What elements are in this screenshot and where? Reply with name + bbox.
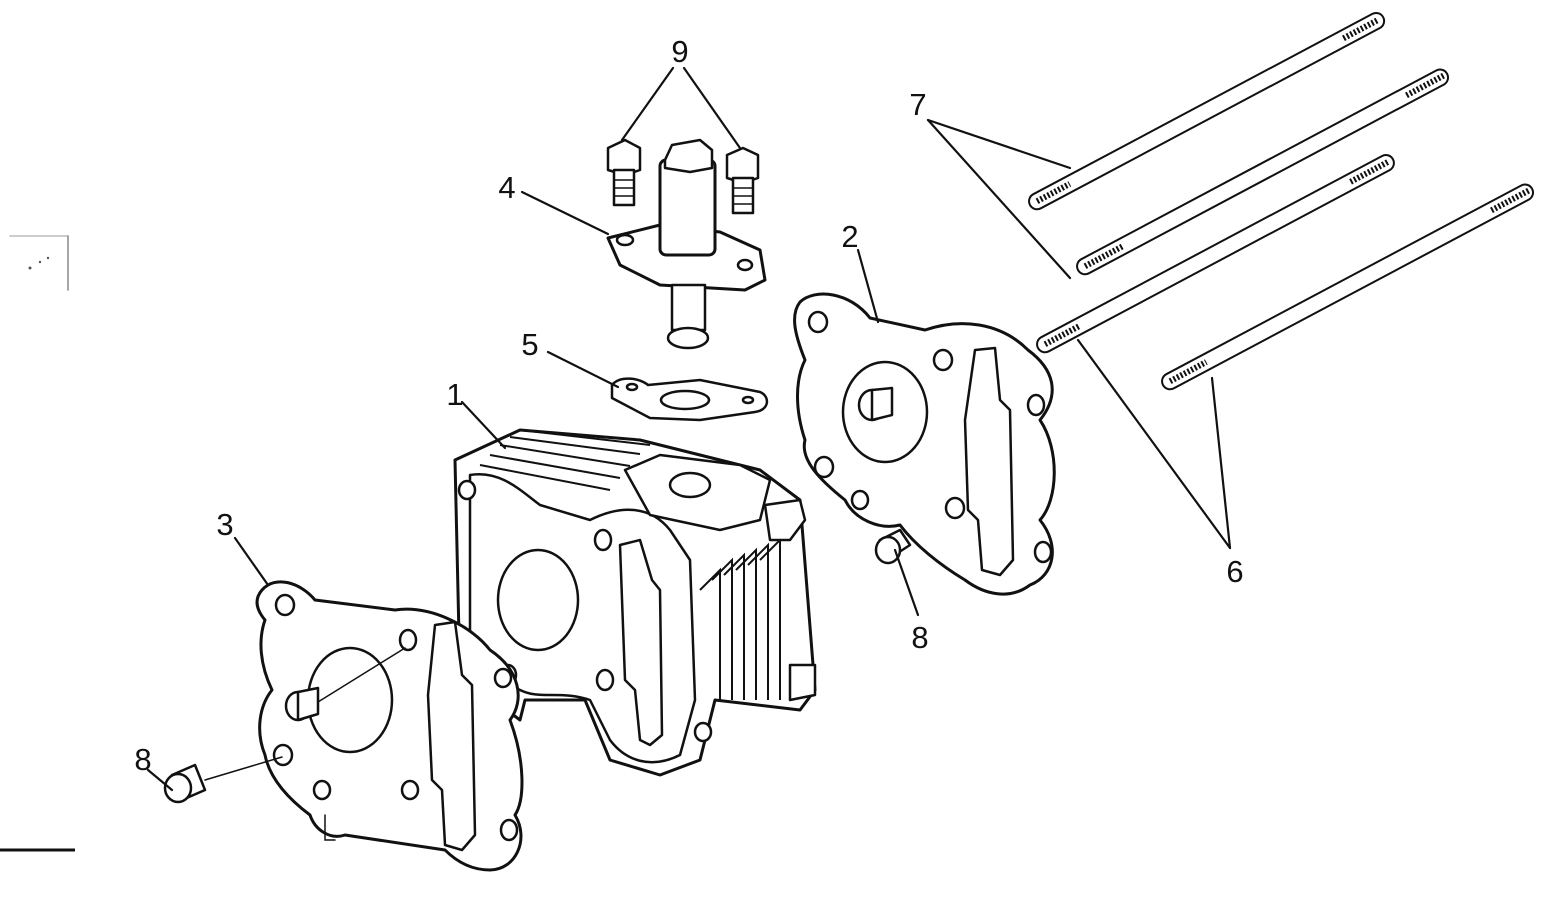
cylinder-block bbox=[453, 428, 817, 777]
callout-3: 3 bbox=[216, 507, 233, 542]
dowel-pin-8-left bbox=[163, 756, 283, 804]
callout-6: 6 bbox=[1226, 554, 1243, 589]
callout-8-left: 8 bbox=[134, 742, 151, 777]
callout-7: 7 bbox=[909, 87, 926, 122]
callout-labels: 1 2 3 4 5 6 7 8 8 9 bbox=[134, 34, 1243, 777]
tensioner-bolts bbox=[606, 138, 760, 215]
dowel-pin-upper bbox=[857, 386, 894, 422]
callout-2: 2 bbox=[841, 219, 858, 254]
tensioner-gasket bbox=[610, 377, 769, 422]
cylinder-base-gasket bbox=[255, 580, 524, 872]
cam-chain-tensioner bbox=[606, 138, 767, 350]
thumbnail-mark bbox=[9, 235, 69, 291]
callout-5: 5 bbox=[521, 327, 538, 362]
leader-lines bbox=[146, 66, 1232, 792]
dowel-pin-8-right bbox=[874, 528, 912, 565]
cylinder-head-gasket bbox=[793, 292, 1056, 596]
dowel-pin-left-upper bbox=[284, 647, 406, 722]
long-studs bbox=[1028, 11, 1535, 391]
callout-9: 9 bbox=[671, 34, 688, 69]
callout-4: 4 bbox=[498, 170, 515, 205]
callout-8-right: 8 bbox=[911, 620, 928, 655]
callout-1: 1 bbox=[446, 377, 463, 412]
